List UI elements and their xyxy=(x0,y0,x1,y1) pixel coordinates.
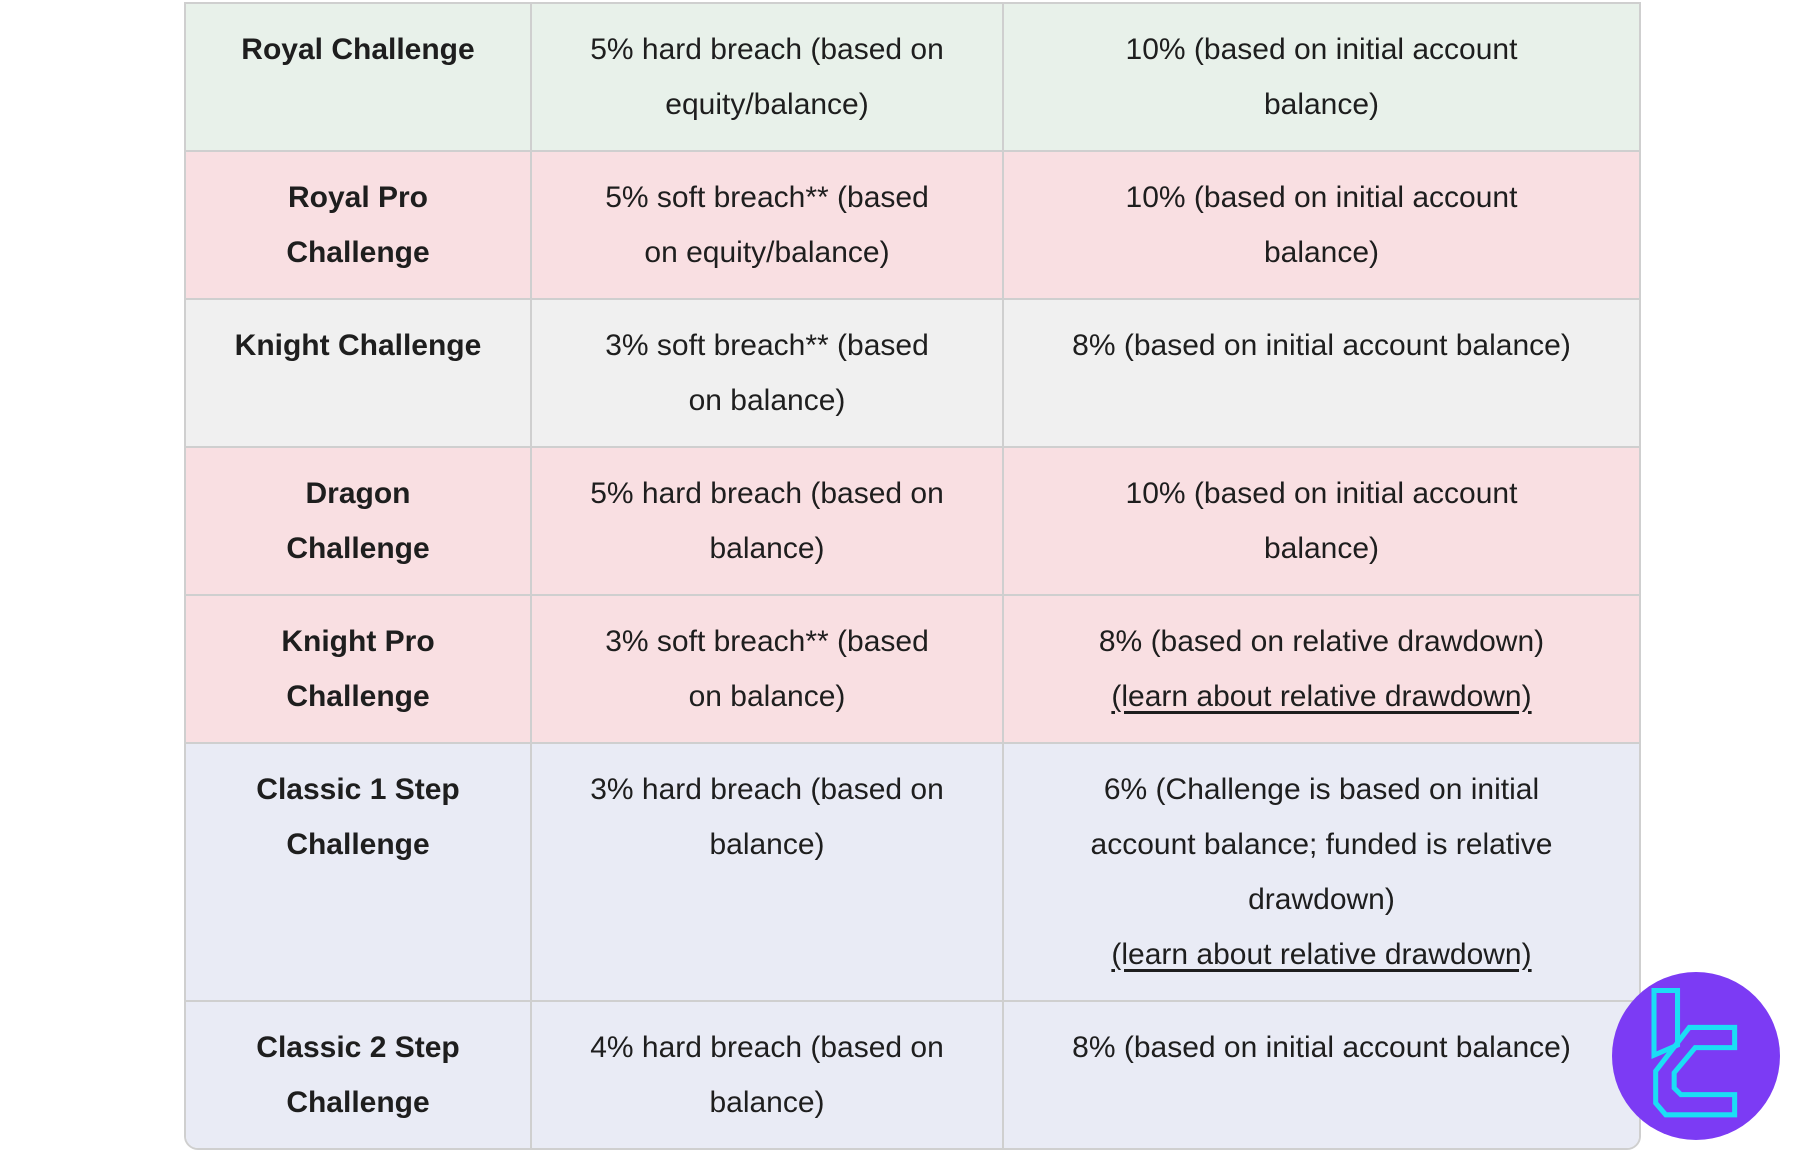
table-row: Royal Pro Challenge 5% soft breach** (bas… xyxy=(186,150,1639,298)
max-drawdown-text: 10% (based on initial account balance) xyxy=(1125,477,1518,565)
table-row: Classic 1 Step Challenge 3% hard breach (… xyxy=(186,742,1639,1000)
breach-rule-cell: 5% soft breach** (based on equity/balanc… xyxy=(530,152,1002,298)
max-drawdown-cell: 10% (based on initial account balance) xyxy=(1002,448,1639,594)
breach-rule-cell: 3% soft breach** (based on balance) xyxy=(530,596,1002,742)
challenge-comparison-table: Royal Challenge 5% hard breach (based on … xyxy=(184,2,1641,1150)
max-drawdown-cell: 10% (based on initial account balance) xyxy=(1002,4,1639,150)
challenge-name-cell: Knight Pro Challenge xyxy=(281,625,435,713)
table-row: Knight Pro Challenge 3% soft breach** (ba… xyxy=(186,594,1639,742)
table-row: Royal Challenge 5% hard breach (based on … xyxy=(186,4,1639,150)
table-body: Royal Challenge 5% hard breach (based on … xyxy=(186,4,1639,1148)
max-drawdown-text: 8% (based on relative drawdown) xyxy=(1098,625,1545,658)
brand-logo xyxy=(1612,972,1780,1140)
challenge-name-cell: Royal Pro Challenge xyxy=(286,181,430,269)
max-drawdown-text: 8% (based on initial account balance) xyxy=(1072,329,1571,362)
relative-drawdown-link[interactable]: (learn about relative drawdown) xyxy=(1111,938,1532,971)
relative-drawdown-link[interactable]: (learn about relative drawdown) xyxy=(1111,680,1532,713)
table-row: Classic 2 Step Challenge 4% hard breach (… xyxy=(186,1000,1639,1148)
breach-rule-cell: 5% hard breach (based on balance) xyxy=(530,448,1002,594)
breach-rule-cell: 5% hard breach (based on equity/balance) xyxy=(530,4,1002,150)
breach-rule-cell: 3% hard breach (based on balance) xyxy=(530,744,1002,1000)
challenge-name-cell: Royal Challenge xyxy=(241,33,475,66)
max-drawdown-text: 8% (based on initial account balance) xyxy=(1072,1031,1571,1064)
max-drawdown-cell: 8% (based on initial account balance) xyxy=(1002,300,1639,446)
challenge-name-cell: Classic 2 Step Challenge xyxy=(256,1031,460,1119)
breach-rule-cell: 3% soft breach** (based on balance) xyxy=(530,300,1002,446)
table-row: Knight Challenge 3% soft breach** (based … xyxy=(186,298,1639,446)
max-drawdown-cell: 8% (based on relative drawdown) (learn ab… xyxy=(1002,596,1639,742)
table-row: Dragon Challenge 5% hard breach (based on… xyxy=(186,446,1639,594)
max-drawdown-cell: 6% (Challenge is based on initial accoun… xyxy=(1002,744,1639,1000)
max-drawdown-text: 10% (based on initial account balance) xyxy=(1125,181,1518,269)
max-drawdown-cell: 10% (based on initial account balance) xyxy=(1002,152,1639,298)
challenge-name-cell: Knight Challenge xyxy=(234,329,482,362)
max-drawdown-cell: 8% (based on initial account balance) xyxy=(1002,1002,1639,1148)
logo-glyph-c xyxy=(1653,1024,1738,1118)
max-drawdown-text: 10% (based on initial account balance) xyxy=(1125,33,1518,121)
logo-monogram-icon xyxy=(1612,972,1780,1140)
challenge-name-cell: Dragon Challenge xyxy=(286,477,430,565)
breach-rule-cell: 4% hard breach (based on balance) xyxy=(530,1002,1002,1148)
max-drawdown-text: 6% (Challenge is based on initial accoun… xyxy=(1090,773,1553,916)
challenge-name-cell: Classic 1 Step Challenge xyxy=(256,773,460,861)
